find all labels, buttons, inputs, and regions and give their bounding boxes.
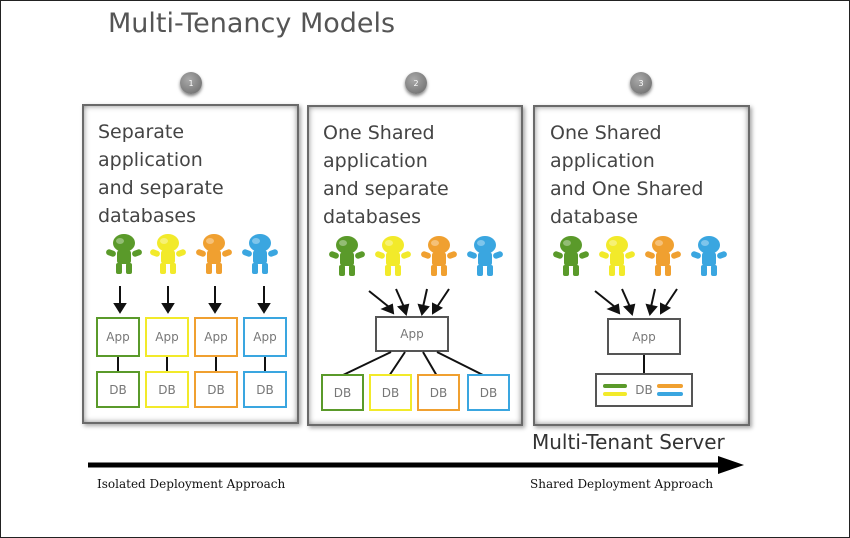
db-box-yellow: DB [369, 374, 412, 411]
model-2-number-badge: 2 [405, 72, 427, 94]
model-2-connectors [340, 351, 486, 377]
db-box-blue: DB [467, 374, 510, 411]
isolated-deployment-label: Isolated Deployment Approach [97, 477, 286, 491]
tenant-orange-icon [195, 234, 233, 274]
tenant-blue-icon [690, 236, 728, 276]
db-box-orange: DB [417, 374, 460, 411]
model-1-number-badge: 1 [180, 72, 202, 94]
model-2-arrows [368, 288, 450, 316]
db-box-blue: DB [243, 371, 287, 408]
tenant-green-icon [105, 234, 143, 274]
tenant-blue-icon [466, 236, 504, 276]
deployment-spectrum-arrow [88, 456, 744, 474]
db-box-orange: DB [194, 371, 238, 408]
app-box-orange: App [194, 317, 238, 357]
db-box-yellow: DB [145, 371, 189, 408]
shared-db-tenant-bars [603, 384, 683, 396]
shared-db-label: DB [635, 383, 653, 397]
shared-db-box: DB [595, 373, 693, 407]
shared-app-box: App [607, 318, 681, 355]
tenant-yellow-icon [149, 234, 187, 274]
tenant-orange-icon [644, 236, 682, 276]
tenant-orange-icon [420, 236, 458, 276]
app-box-green: App [96, 317, 140, 357]
multi-tenant-server-label: Multi-Tenant Server [532, 430, 725, 454]
db-box-green: DB [96, 371, 140, 408]
db-box-green: DB [321, 374, 364, 411]
tenant-green-icon [552, 236, 590, 276]
model-1-tenants [105, 234, 279, 274]
model-3-number-badge: 3 [630, 72, 652, 94]
app-box-blue: App [243, 317, 287, 357]
tenant-yellow-icon [374, 236, 412, 276]
model-1-title: Separate application and separate databa… [98, 121, 224, 227]
tenant-blue-icon [241, 234, 279, 274]
model-2-title: One Shared application and separate data… [323, 122, 449, 228]
shared-app-box: App [375, 316, 449, 352]
model-2-panel: One Shared application and separate data… [307, 105, 523, 426]
model-3-connector [643, 355, 645, 373]
model-2-tenants [328, 236, 504, 276]
diagram-title: Multi-Tenancy Models [108, 8, 396, 39]
shared-deployment-label: Shared Deployment Approach [530, 477, 714, 491]
model-1-connectors [117, 357, 266, 371]
model-3-panel: One Shared application and One Shared da… [533, 105, 750, 426]
model-1-panel: Separate application and separate databa… [82, 104, 299, 424]
tenant-yellow-icon [598, 236, 636, 276]
model-3-tenants [552, 236, 728, 276]
app-box-yellow: App [145, 317, 189, 357]
tenant-green-icon [328, 236, 366, 276]
model-1-arrows [113, 286, 271, 314]
model-3-title: One Shared application and One Shared da… [550, 122, 704, 228]
model-3-arrows [594, 288, 678, 316]
